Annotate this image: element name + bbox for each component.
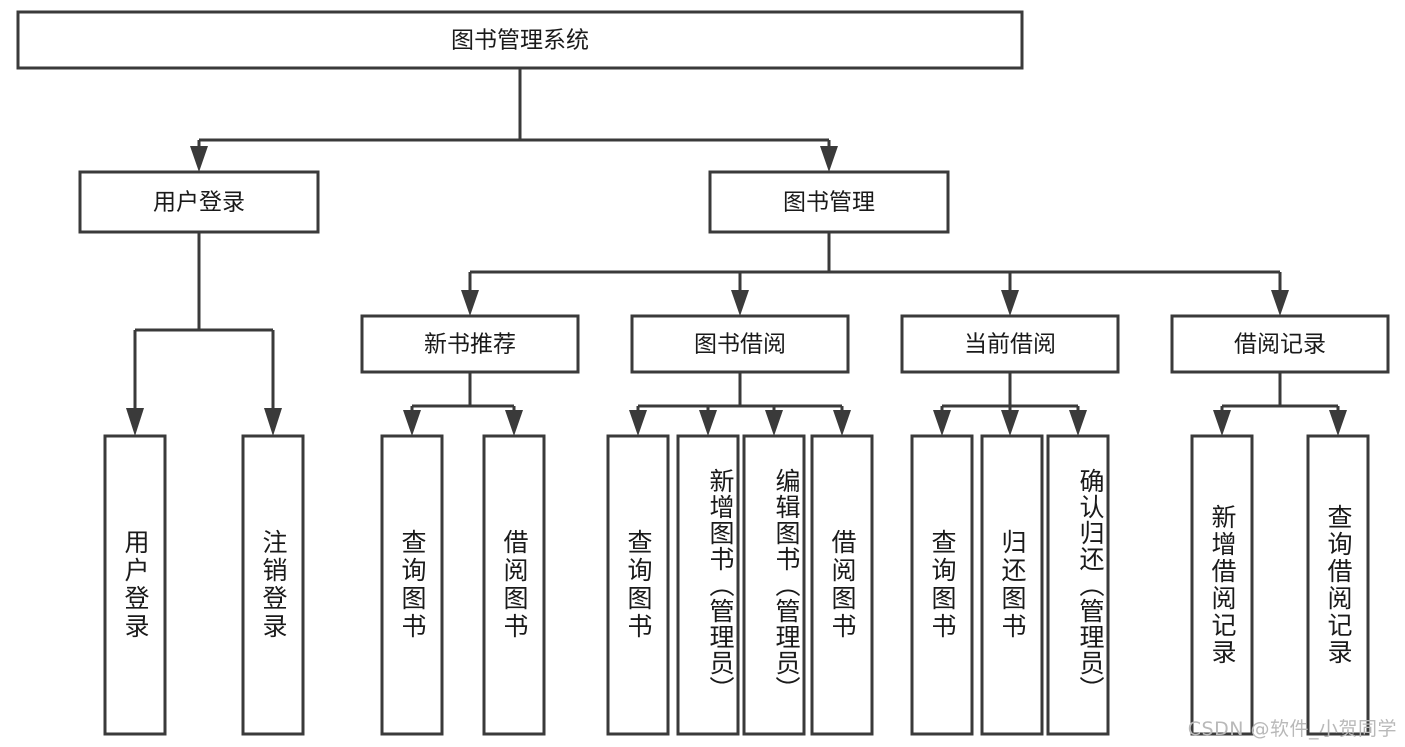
leaf-boxes-new-book-recommend	[380, 434, 546, 736]
node-book-management[interactable]: 图书管理	[708, 170, 950, 234]
arrow-to-current-borrow	[1001, 290, 1019, 316]
node-book-borrow-label: 图书借阅	[694, 332, 786, 358]
arrow-root-to-book-manage	[820, 146, 838, 172]
arrow-to-leaf-bb-borrow-book	[833, 410, 851, 436]
node-book-borrow[interactable]: 图书借阅	[630, 314, 850, 374]
node-borrow-record-label: 借阅记录	[1234, 332, 1326, 358]
arrow-to-leaf-cb-return-book	[1001, 410, 1019, 436]
arrow-to-leaf-bb-edit-book	[765, 410, 783, 436]
node-book-management-label: 图书管理	[783, 190, 875, 216]
arrow-to-leaf-bb-add-book	[699, 410, 717, 436]
leaf-box-user-login[interactable]	[103, 434, 167, 736]
leaf-box-br-query-record[interactable]	[1306, 434, 1370, 736]
leaf-box-nb-borrow-book[interactable]	[482, 434, 546, 736]
arrow-to-leaf-cb-query-book	[933, 410, 951, 436]
edge-group-root-to-level2	[190, 68, 838, 172]
edge-group-book-manage-to-level3	[461, 232, 1289, 316]
leaf-box-bb-borrow-book[interactable]	[810, 434, 874, 736]
arrow-to-leaf-logout	[264, 408, 282, 436]
node-new-book-recommend-box[interactable]	[360, 314, 580, 374]
leaf-boxes-current-borrow	[910, 434, 1110, 736]
node-user-login-label: 用户登录	[153, 190, 245, 216]
node-new-book-recommend[interactable]: 新书推荐	[360, 314, 580, 374]
arrow-to-leaf-br-add-record	[1213, 410, 1231, 436]
node-current-borrow-label: 当前借阅	[964, 332, 1056, 358]
arrow-to-book-borrow	[731, 290, 749, 316]
leaf-box-bb-add-book[interactable]	[676, 434, 740, 736]
node-current-borrow[interactable]: 当前借阅	[900, 314, 1120, 374]
leaf-box-logout[interactable]	[241, 434, 305, 736]
node-new-book-recommend-label: 新书推荐	[424, 332, 516, 358]
arrow-root-to-user-login	[190, 146, 208, 172]
edge-group-current-borrow-to-leaves	[933, 372, 1087, 436]
leaf-boxes-borrow-record	[1190, 434, 1370, 736]
arrow-to-leaf-nb-borrow-book	[505, 410, 523, 436]
node-user-login[interactable]: 用户登录	[78, 170, 320, 234]
arrow-to-new-book-recommend	[461, 290, 479, 316]
edge-group-new-book-to-leaves	[403, 372, 523, 436]
node-borrow-record[interactable]: 借阅记录	[1170, 314, 1390, 374]
arrow-to-leaf-cb-confirm-return	[1069, 410, 1087, 436]
edge-group-borrow-record-to-leaves	[1213, 372, 1347, 436]
edge-group-book-borrow-to-leaves	[629, 372, 851, 436]
leaf-box-cb-query-book[interactable]	[910, 434, 974, 736]
leaf-boxes-user-login	[103, 434, 305, 736]
leaf-box-bb-edit-book[interactable]	[742, 434, 806, 736]
leaf-boxes-book-borrow	[606, 434, 874, 736]
edge-group-user-login-to-leaves	[126, 232, 282, 436]
node-root-label: 图书管理系统	[451, 28, 589, 54]
node-book-borrow-box[interactable]	[630, 314, 850, 374]
node-root-book-management-system[interactable]: 图书管理系统	[16, 10, 1024, 70]
arrow-to-leaf-nb-query-book	[403, 410, 421, 436]
leaf-box-nb-query-book[interactable]	[380, 434, 444, 736]
leaf-box-br-add-record[interactable]	[1190, 434, 1254, 736]
arrow-to-leaf-br-query-record	[1329, 410, 1347, 436]
arrow-to-leaf-bb-query-book	[629, 410, 647, 436]
arrow-to-borrow-record	[1271, 290, 1289, 316]
node-root-box[interactable]	[16, 10, 1024, 70]
leaf-box-cb-return-book[interactable]	[980, 434, 1044, 736]
arrow-to-leaf-user-login	[126, 408, 144, 436]
node-user-login-box[interactable]	[78, 170, 320, 234]
leaf-box-cb-confirm-return[interactable]	[1046, 434, 1110, 736]
node-book-management-box[interactable]	[708, 170, 950, 234]
node-current-borrow-box[interactable]	[900, 314, 1120, 374]
node-borrow-record-box[interactable]	[1170, 314, 1390, 374]
leaf-box-bb-query-book[interactable]	[606, 434, 670, 736]
